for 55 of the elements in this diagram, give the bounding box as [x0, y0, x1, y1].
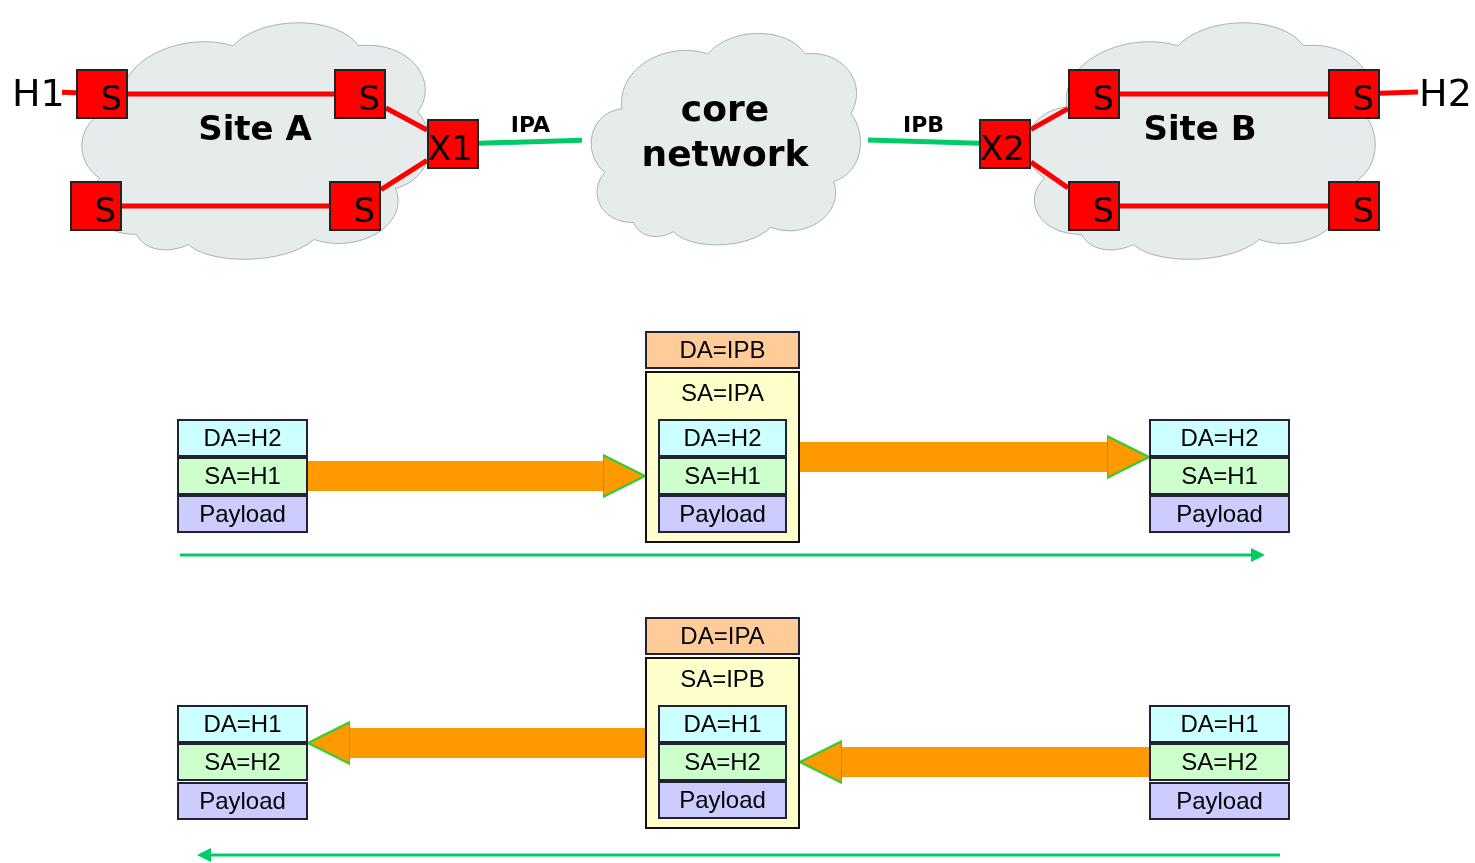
- outer-header-field: DA=IPA: [645, 617, 800, 655]
- source-address-field: SA=H1: [1149, 457, 1290, 495]
- source-address-field: SA=H1: [658, 457, 787, 495]
- destination-address-field: DA=H2: [177, 419, 308, 457]
- connection-line: [1029, 160, 1070, 190]
- source-address-field: SA=H1: [177, 457, 308, 495]
- connection-line: [478, 137, 583, 146]
- switch-box: S: [1068, 181, 1120, 231]
- block-arrow: [800, 434, 1151, 480]
- source-address-field: SA=IPA: [647, 379, 798, 407]
- destination-address-field: DA=H1: [658, 705, 787, 743]
- switch-box: S: [334, 69, 386, 119]
- connection-line: [1379, 89, 1419, 96]
- payload-field: Payload: [658, 781, 787, 819]
- destination-address-field: DA=H1: [177, 705, 308, 743]
- connection-line: [61, 89, 77, 96]
- switch-box: S: [1068, 69, 1120, 119]
- switch-box: X2: [979, 119, 1031, 169]
- outer-header-field: DA=IPB: [645, 331, 800, 369]
- switch-box: S: [1328, 69, 1380, 119]
- connection-line: [384, 105, 429, 133]
- connection-line: [867, 137, 980, 146]
- switch-box: S: [76, 69, 128, 119]
- block-arrow: [306, 720, 645, 766]
- source-address-field: SA=IPB: [647, 665, 798, 693]
- destination-address-field: DA=H2: [1149, 419, 1290, 457]
- switch-box: S: [1328, 181, 1380, 231]
- connection-line: [1029, 106, 1070, 132]
- connection-line: [128, 91, 334, 97]
- destination-address-field: DA=H2: [658, 419, 787, 457]
- block-arrow: [798, 739, 1149, 785]
- encapsulation-frame: [645, 371, 800, 543]
- host-label: H1: [12, 70, 62, 112]
- cloud-label: core network: [640, 86, 810, 176]
- source-address-field: SA=H2: [177, 743, 308, 781]
- switch-box: S: [329, 181, 381, 231]
- payload-field: Payload: [1149, 495, 1290, 533]
- switch-box: X1: [427, 119, 479, 169]
- source-address-field: SA=H2: [658, 743, 787, 781]
- payload-field: Payload: [1149, 782, 1290, 820]
- host-label: H2: [1418, 70, 1473, 112]
- source-address-field: SA=H2: [1149, 743, 1290, 781]
- site-label: Site B: [1142, 106, 1258, 150]
- block-arrow: [308, 453, 647, 499]
- connection-line: [379, 158, 429, 192]
- site-label: Site A: [197, 106, 313, 150]
- switch-box: S: [70, 181, 122, 231]
- connection-line: [122, 203, 329, 209]
- encapsulation-frame: [645, 657, 800, 829]
- connection-line: [1120, 203, 1328, 209]
- payload-field: Payload: [658, 495, 787, 533]
- payload-field: Payload: [177, 495, 308, 533]
- payload-field: Payload: [177, 782, 308, 820]
- destination-address-field: DA=H1: [1149, 705, 1290, 743]
- connection-line: [1120, 91, 1328, 97]
